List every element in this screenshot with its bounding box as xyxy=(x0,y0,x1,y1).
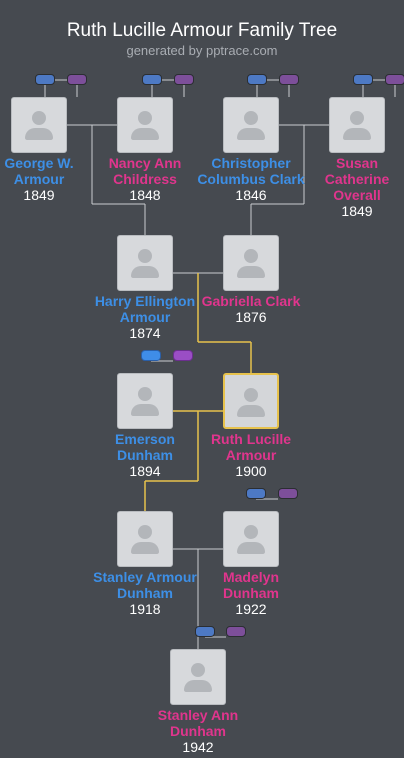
page-title: Ruth Lucille Armour Family Tree xyxy=(66,20,338,41)
person-birth-year: 1876 xyxy=(235,309,267,325)
expand-father-icon[interactable] xyxy=(353,74,373,85)
person-george-armour[interactable]: George W. Armour 1849 xyxy=(0,97,94,203)
expand-mother-icon[interactable] xyxy=(278,488,298,499)
person-silhouette-icon[interactable] xyxy=(223,373,279,429)
person-gabriella-clark[interactable]: Gabriella Clark 1876 xyxy=(196,235,306,325)
expand-mother-icon[interactable] xyxy=(279,74,299,85)
person-silhouette-icon[interactable] xyxy=(117,235,173,291)
expand-father-icon[interactable] xyxy=(195,626,215,637)
expand-mother-icon[interactable] xyxy=(226,626,246,637)
person-ruth-armour[interactable]: Ruth Lucille Armour 1900 xyxy=(196,373,306,479)
person-name: Susan Catherine Overall xyxy=(324,155,390,203)
person-birth-year: 1846 xyxy=(235,187,267,203)
person-madelyn-dunham[interactable]: Madelyn Dunham 1922 xyxy=(196,511,306,617)
expand-father-icon[interactable] xyxy=(246,488,266,499)
person-birth-year: 1942 xyxy=(182,739,214,755)
person-name: Ruth Lucille Armour xyxy=(210,431,292,463)
expand-father-icon[interactable] xyxy=(142,74,162,85)
person-silhouette-icon[interactable] xyxy=(329,97,385,153)
person-name: Madelyn Dunham xyxy=(222,569,279,601)
person-emerson-dunham[interactable]: Emerson Dunham 1894 xyxy=(90,373,200,479)
person-name: Stanley Armour Dunham xyxy=(93,569,197,601)
person-silhouette-icon[interactable] xyxy=(223,97,279,153)
person-name: Harry Ellington Armour xyxy=(94,293,196,325)
page-subtitle: generated by pptrace.com xyxy=(126,43,278,58)
person-birth-year: 1874 xyxy=(129,325,161,341)
person-birth-year: 1849 xyxy=(341,203,373,219)
person-nancy-childress[interactable]: Nancy Ann Childress 1848 xyxy=(90,97,200,203)
person-stanley-ann-dunham[interactable]: Stanley Ann Dunham 1942 xyxy=(143,649,253,755)
person-silhouette-icon[interactable] xyxy=(117,373,173,429)
person-birth-year: 1848 xyxy=(129,187,161,203)
expand-mother-icon[interactable] xyxy=(173,350,193,361)
person-silhouette-icon[interactable] xyxy=(117,511,173,567)
person-christopher-clark[interactable]: Christopher Columbus Clark 1846 xyxy=(196,97,306,203)
person-silhouette-icon[interactable] xyxy=(170,649,226,705)
person-birth-year: 1900 xyxy=(235,463,267,479)
person-silhouette-icon[interactable] xyxy=(223,511,279,567)
person-silhouette-icon[interactable] xyxy=(223,235,279,291)
person-stanley-dunham[interactable]: Stanley Armour Dunham 1918 xyxy=(90,511,200,617)
person-birth-year: 1918 xyxy=(129,601,161,617)
expand-father-icon[interactable] xyxy=(141,350,161,361)
person-harry-armour[interactable]: Harry Ellington Armour 1874 xyxy=(90,235,200,341)
person-name: Christopher Columbus Clark xyxy=(197,155,305,187)
person-name: Emerson Dunham xyxy=(115,431,175,463)
person-name: Stanley Ann Dunham xyxy=(157,707,239,739)
person-silhouette-icon[interactable] xyxy=(11,97,67,153)
person-susan-overall[interactable]: Susan Catherine Overall 1849 xyxy=(302,97,404,219)
person-birth-year: 1849 xyxy=(23,187,55,203)
person-birth-year: 1922 xyxy=(235,601,267,617)
expand-father-icon[interactable] xyxy=(247,74,267,85)
expand-mother-icon[interactable] xyxy=(67,74,87,85)
person-silhouette-icon[interactable] xyxy=(117,97,173,153)
expand-father-icon[interactable] xyxy=(35,74,55,85)
person-birth-year: 1894 xyxy=(129,463,161,479)
person-name: George W. Armour xyxy=(4,155,74,187)
expand-mother-icon[interactable] xyxy=(385,74,404,85)
expand-mother-icon[interactable] xyxy=(174,74,194,85)
person-name: Gabriella Clark xyxy=(201,293,301,309)
person-name: Nancy Ann Childress xyxy=(108,155,182,187)
